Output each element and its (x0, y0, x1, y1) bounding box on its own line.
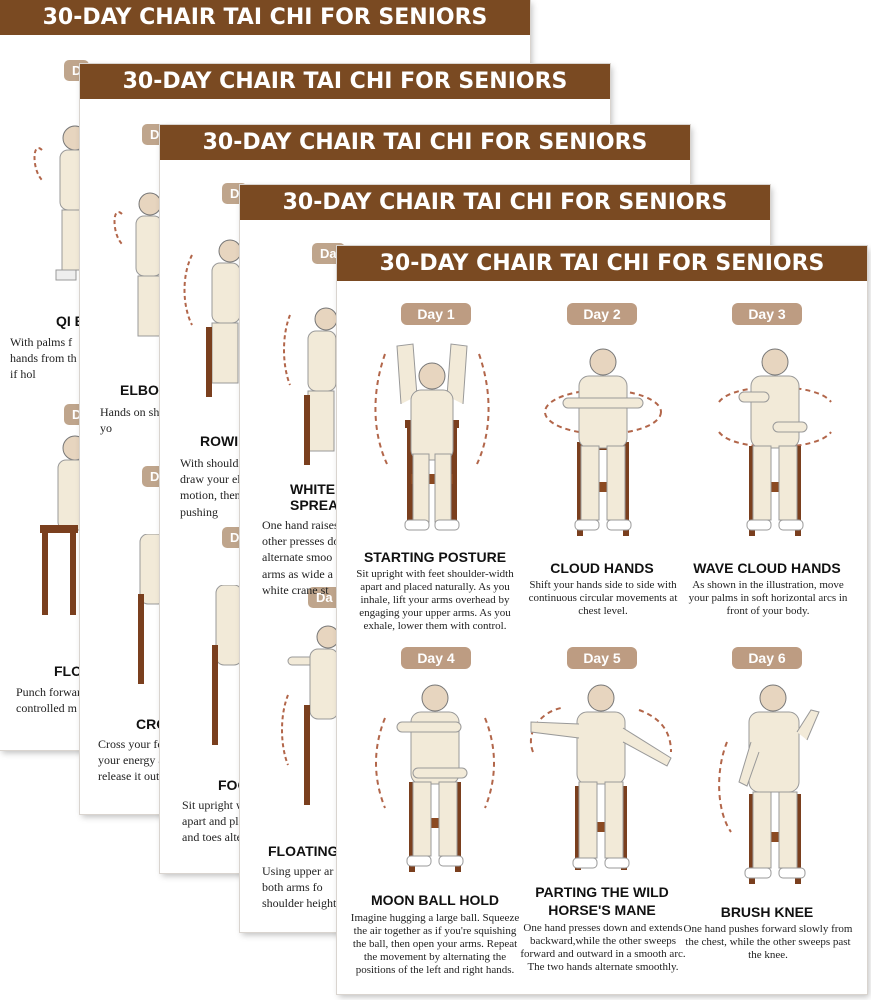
day-pill: Day 2 (567, 303, 637, 325)
exercise-title: BRUSH KNEE (720, 904, 814, 920)
poster-title: 30-DAY CHAIR TAI CHI FOR SENIORS (337, 246, 867, 281)
exercise-title: CRO (136, 716, 168, 732)
exercise-description: One hand raises a other presses do alter… (262, 518, 347, 597)
exercise-description: Imagine hugging a large ball. Squeeze th… (350, 912, 520, 976)
exercise-description: One hand pushes forward slowly from the … (683, 923, 853, 961)
exercise-description: As shown in the illustration, move your … (688, 579, 848, 617)
poster-title: 30-DAY CHAIR TAI CHI FOR SENIORS (80, 64, 610, 99)
exercise-title: WAVE CLOUD HANDS (693, 560, 841, 576)
exercise-title: ROWIN (200, 433, 249, 449)
seated-figure-icon (138, 534, 166, 684)
seated-figure-icon (40, 435, 85, 615)
exercise-title: CLOUD HANDS (550, 560, 654, 576)
seated-figure-icon (283, 307, 338, 465)
seated-figure-icon (718, 684, 820, 884)
seated-figure-icon (183, 239, 242, 397)
exercise-title: STARTING POSTURE (363, 549, 507, 565)
poster-title: 30-DAY CHAIR TAI CHI FOR SENIORS (240, 185, 770, 220)
day-pill: Day 6 (732, 647, 802, 669)
exercise-description: Shift your hands side to side with conti… (528, 579, 678, 617)
exercise-title: FLOATING (268, 843, 339, 859)
exercise-description: Sit upright with feet shoulder-width apa… (356, 568, 514, 632)
exercise-description: Hands on sh yo (100, 405, 160, 436)
seated-figure-icon (374, 343, 490, 531)
poster-sheet-front: 30-DAY CHAIR TAI CHI FOR SENIORS Day 1 D… (337, 246, 867, 994)
seated-figure-icon (33, 125, 85, 281)
exercise-title: ELBOW (120, 382, 173, 398)
day-pill: Day 1 (401, 303, 471, 325)
seated-figure-icon (530, 684, 672, 870)
day-pill: Day 5 (567, 647, 637, 669)
day-pill: Da (308, 587, 341, 608)
exercise-title: QI E (56, 313, 85, 329)
exercise-description: With palms f hands from th if hol (10, 335, 77, 382)
exercise-description: Punch forwar controlled m (16, 685, 81, 716)
seated-figure-icon (281, 625, 338, 805)
seated-figure-icon (212, 585, 242, 745)
exercise-title: FLO (54, 663, 82, 679)
poster-title: 30-DAY CHAIR TAI CHI FOR SENIORS (160, 125, 690, 160)
motion-arrow-icon (374, 353, 388, 465)
exercise-title: WHITE SPREAD (290, 481, 349, 513)
seated-figure-icon (544, 348, 662, 536)
exercise-description: One hand presses down and extends backwa… (520, 922, 686, 973)
exercise-title: PARTING THE WILD HORSE'S MANE (535, 884, 669, 918)
seated-figure-icon (375, 684, 495, 872)
seated-figure-icon (113, 192, 160, 337)
day-pill: Day 4 (401, 647, 471, 669)
day-pill: Day 3 (732, 303, 802, 325)
seated-figure-icon (718, 348, 832, 536)
exercise-description: Using upper ar both arms fo shoulder hei… (262, 864, 340, 911)
exercise-description: With shoulde draw your elb motion, then … (180, 456, 247, 519)
exercise-title: MOON BALL HOLD (370, 892, 500, 908)
day-pill: Da (312, 243, 345, 264)
poster-title: 30-DAY CHAIR TAI CHI FOR SENIORS (0, 0, 530, 35)
